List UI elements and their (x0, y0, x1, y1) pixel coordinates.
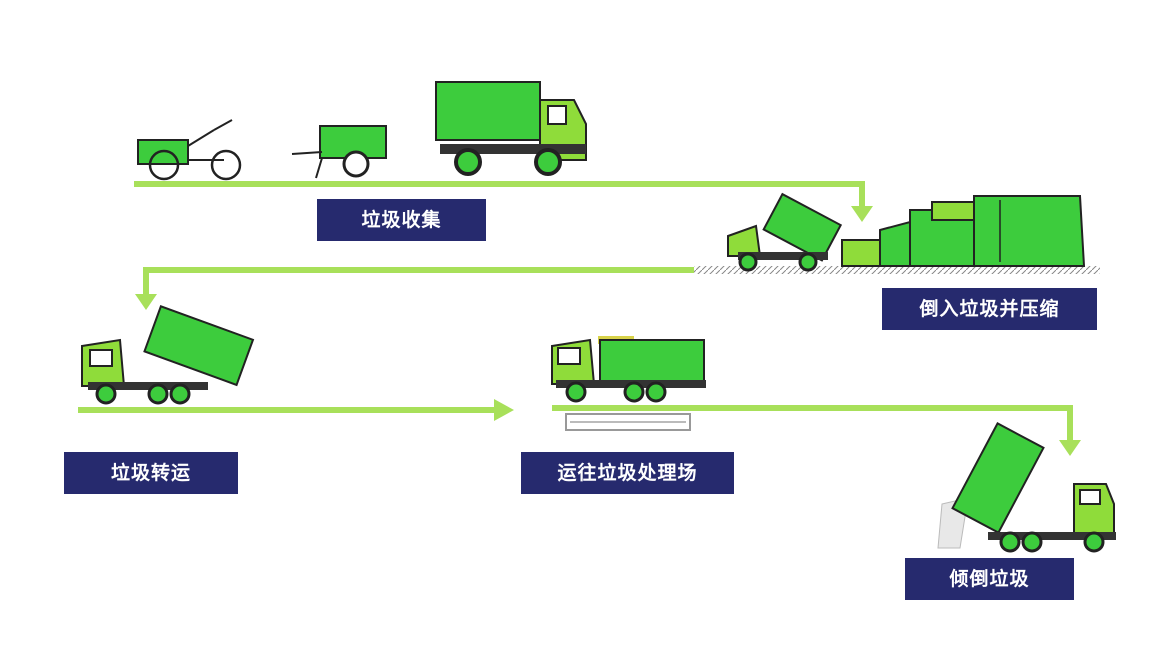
step-label-transfer: 垃圾转运 (64, 452, 238, 494)
compactor-station-icon (841, 195, 1086, 267)
flow-line-collect-to-compress (134, 181, 865, 212)
flow-line-haul-to-dump (552, 405, 1073, 445)
ground-hatch (694, 266, 1100, 274)
flow-lines (78, 181, 1081, 456)
step-label-compress: 倒入垃圾并压缩 (882, 288, 1097, 330)
tipping-container-truck-icon (937, 422, 1116, 553)
flow-arrow-head (494, 399, 514, 421)
container-truck-icon (551, 336, 706, 403)
tipping-truck-icon (727, 192, 843, 272)
hook-lift-truck-loading-icon (81, 305, 255, 405)
weighbridge-icon (565, 413, 691, 431)
tricycle-cart-icon (137, 119, 242, 181)
step-label-dump: 倾倒垃圾 (905, 558, 1074, 600)
flow-arrow-head (851, 206, 873, 222)
flow-line-compress-to-transfer (143, 267, 694, 300)
dump-truck-icon (435, 81, 587, 176)
step-label-haul: 运往垃圾处理场 (521, 452, 734, 494)
hand-cart-icon (291, 125, 387, 179)
step-label-collect: 垃圾收集 (317, 199, 486, 241)
flow-arrow-head (1059, 440, 1081, 456)
flow-arrow-head (135, 294, 157, 310)
